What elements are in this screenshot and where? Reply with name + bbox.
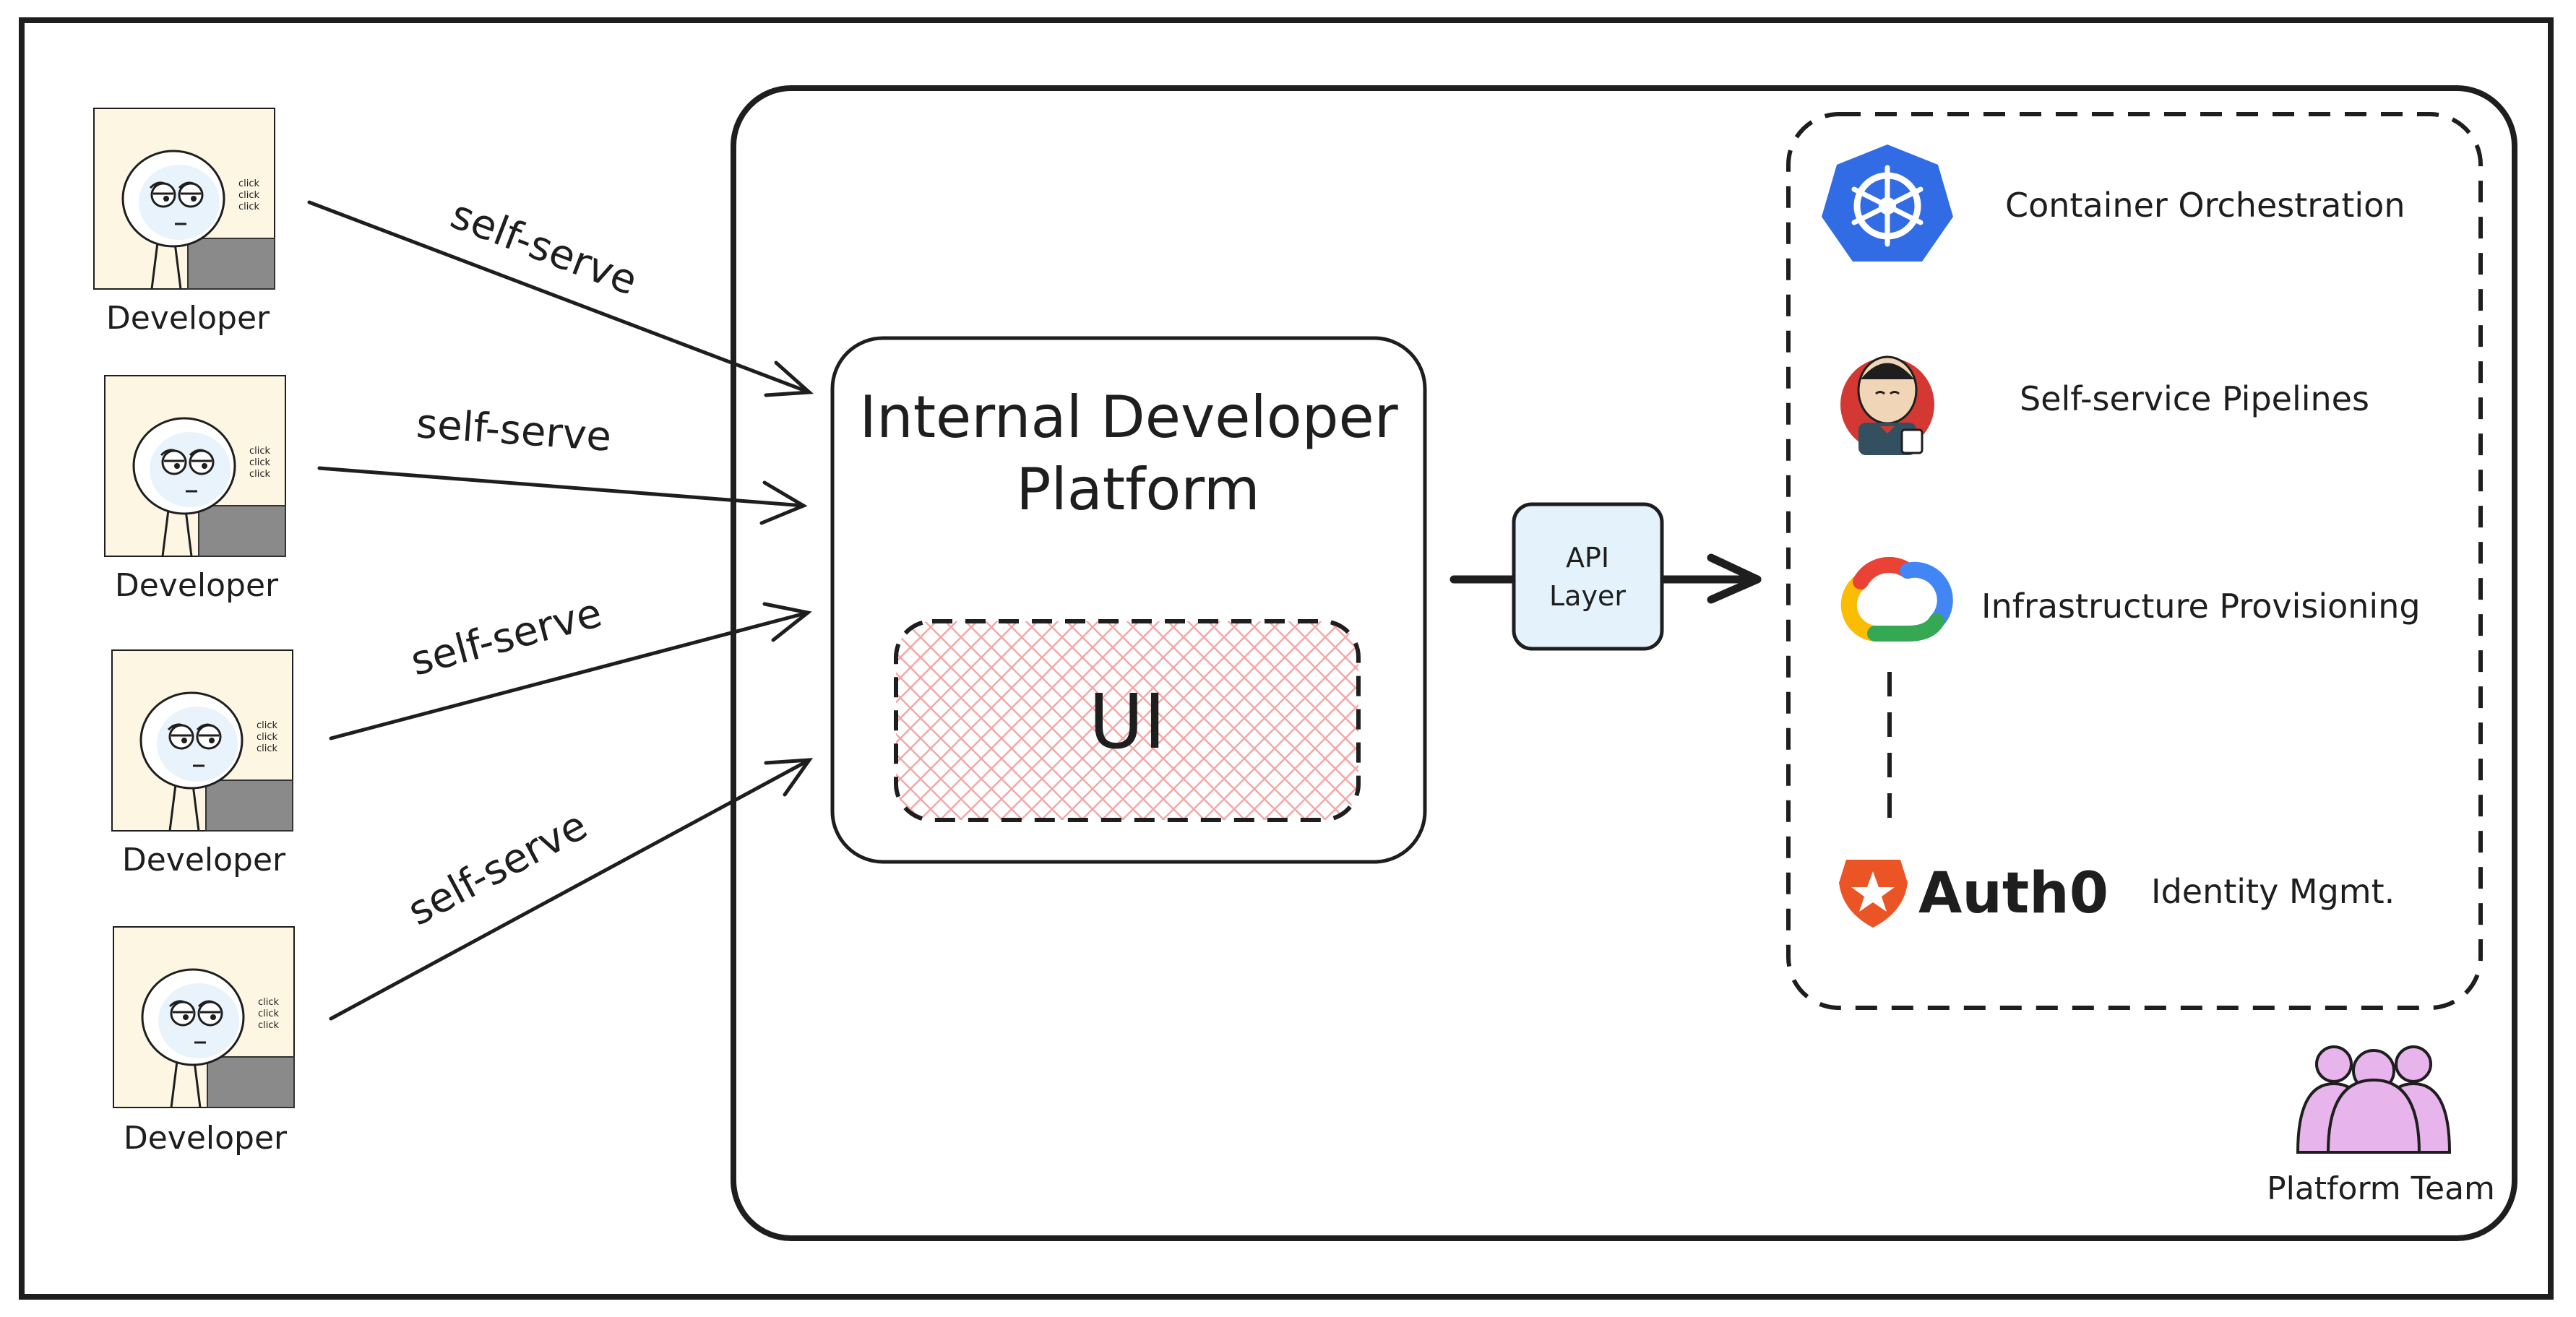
auth0-icon	[1839, 860, 1908, 928]
click-text: click	[238, 178, 260, 189]
outer-frame	[19, 17, 2554, 1300]
self-serve-label: self-serve	[415, 400, 613, 461]
click-text: click	[258, 1009, 280, 1019]
auth0-logo-text: Auth0	[1918, 861, 2108, 926]
self-serve-arrow-3	[329, 602, 812, 740]
people-group-icon	[2296, 1045, 2452, 1154]
click-text: click	[238, 202, 260, 212]
click-text: click	[258, 997, 280, 1008]
kubernetes-icon	[1822, 144, 1953, 262]
developer-1: click click click Developer	[92, 107, 276, 337]
ui-box[interactable]	[894, 619, 1361, 822]
self-serve-label: self-serve	[406, 590, 607, 686]
ui-label: UI	[1089, 678, 1166, 766]
google-cloud-icon	[1840, 556, 1953, 642]
self-serve-arrow-1	[307, 200, 814, 397]
service-label: Self-service Pipelines	[2020, 379, 2369, 418]
click-text: click	[249, 469, 271, 480]
click-text: click	[249, 446, 271, 457]
api-layer-box	[1512, 502, 1664, 651]
idp-title: Internal Developer	[859, 384, 1397, 451]
service-label: Container Orchestration	[2005, 186, 2405, 225]
developer-label: Developer	[115, 567, 279, 604]
developer-3: click click click Developer	[111, 649, 294, 878]
idp-title-line2: Platform	[1016, 456, 1259, 523]
api-layer-label-line2: Layer	[1549, 580, 1626, 612]
self-serve-label: self-serve	[444, 191, 644, 305]
click-text: click	[257, 743, 278, 754]
platform-container	[731, 85, 2517, 1241]
click-text: click	[249, 457, 271, 468]
platform-team-label: Platform Team	[2267, 1170, 2495, 1207]
self-serve-arrow-4	[329, 758, 814, 1021]
developer-label: Developer	[122, 842, 286, 878]
developer-4: click click click Developer	[112, 925, 296, 1157]
self-serve-label: self-serve	[400, 802, 595, 935]
developer-2: click click click Developer	[103, 374, 287, 604]
click-text: click	[238, 190, 260, 201]
developer-label: Developer	[124, 1120, 288, 1157]
jenkins-icon	[1840, 355, 1934, 455]
click-text: click	[257, 732, 278, 743]
services-container	[1786, 112, 2483, 1010]
service-label: Identity Mgmt.	[2151, 872, 2395, 911]
self-serve-arrow-2	[317, 466, 808, 525]
click-text: click	[257, 720, 278, 731]
developer-label: Developer	[106, 300, 270, 337]
api-layer-label: API	[1566, 542, 1609, 574]
service-label: Infrastructure Provisioning	[1981, 587, 2421, 626]
click-text: click	[258, 1020, 280, 1031]
